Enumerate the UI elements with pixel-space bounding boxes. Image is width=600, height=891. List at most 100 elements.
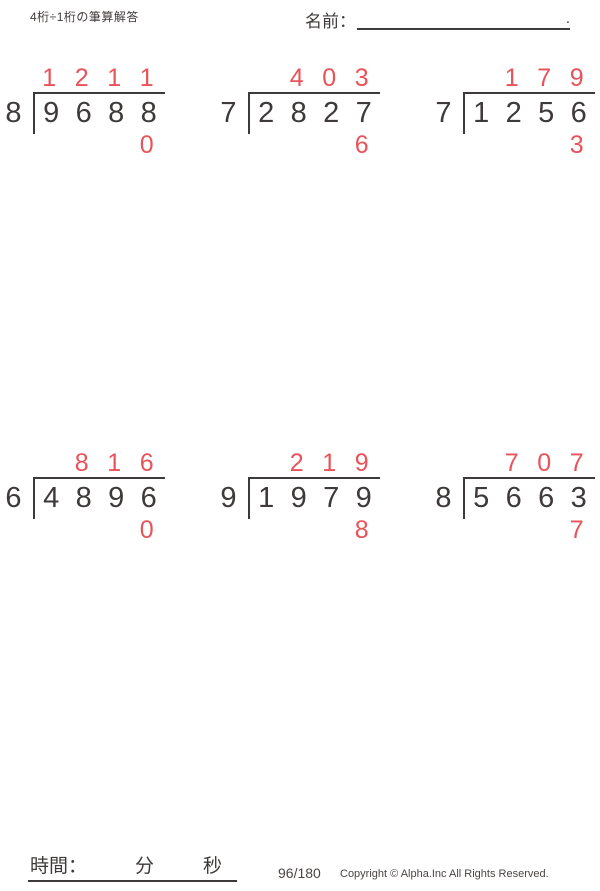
- name-input-line: .: [357, 6, 570, 30]
- copyright-notice: Copyright © Alpha.Inc All Rights Reserve…: [340, 868, 549, 880]
- quotient-digit: [33, 449, 66, 477]
- quotient-digit: 1: [107, 449, 122, 477]
- minutes-label: 分: [135, 856, 155, 877]
- dividend-digit: 8: [290, 97, 307, 129]
- remainder-digit: [33, 519, 66, 544]
- remainder-digit: [281, 134, 314, 159]
- remainder-digit: [463, 519, 496, 544]
- quotient-digit: [463, 64, 496, 92]
- divisor-digit: 6: [5, 482, 22, 514]
- remainder-digit: [313, 519, 346, 544]
- page-title: 4桁÷1桁の筆算解答: [30, 10, 139, 24]
- quotient-digit: 6: [139, 449, 154, 477]
- remainder-digit: 0: [139, 516, 154, 544]
- divisor-digit: 7: [435, 97, 452, 129]
- quotient-digit: 9: [569, 64, 584, 92]
- quotient-digit: 9: [354, 449, 369, 477]
- remainder-digit: [66, 519, 99, 544]
- remainder-digit: [528, 519, 561, 544]
- dividend-digit: 6: [538, 482, 555, 514]
- remainder-row: 7: [463, 516, 595, 544]
- dividend-digit: 7: [355, 97, 372, 129]
- remainder-digit: [463, 134, 496, 159]
- dividend-digit: 8: [75, 482, 92, 514]
- quotient-digit: 2: [289, 449, 304, 477]
- divisor-digit: 7: [220, 97, 237, 129]
- remainder-row: 8: [248, 516, 380, 544]
- quotient-digit: 0: [537, 449, 552, 477]
- dividend-digit: 4: [43, 482, 60, 514]
- remainder-digit: [496, 134, 529, 159]
- quotient-digit: 1: [107, 64, 122, 92]
- quotient-digit: [463, 449, 496, 477]
- remainder-digit: [248, 134, 281, 159]
- remainder-digit: [33, 134, 66, 159]
- dividend-digit: 8: [108, 97, 125, 129]
- dividend-digit: 1: [258, 482, 275, 514]
- dividend-digit: 7: [323, 482, 340, 514]
- dividend-digit: 8: [140, 97, 157, 129]
- quotient-digit: 7: [504, 449, 519, 477]
- dividend-digit: 2: [258, 97, 275, 129]
- quotient-digit: 3: [354, 64, 369, 92]
- quotient-digit: 7: [537, 64, 552, 92]
- remainder-row: 0: [33, 516, 165, 544]
- remainder-digit: [66, 134, 99, 159]
- remainder-digit: [313, 134, 346, 159]
- divisor-digit: 9: [220, 482, 237, 514]
- dividend-digit: 2: [323, 97, 340, 129]
- quotient-digit: 1: [139, 64, 154, 92]
- remainder-digit: 7: [569, 516, 584, 544]
- remainder-row: 3: [463, 131, 595, 159]
- quotient-digit: 1: [504, 64, 519, 92]
- dividend-digit: 9: [355, 482, 372, 514]
- time-label: 時間：: [30, 856, 88, 877]
- remainder-digit: [496, 519, 529, 544]
- quotient-digit: 2: [74, 64, 89, 92]
- dividend-digit: 6: [570, 97, 587, 129]
- quotient-digit: 7: [569, 449, 584, 477]
- seconds-label: 秒: [203, 856, 223, 877]
- name-field-label: 名前：: [305, 12, 356, 31]
- quotient-digit: 4: [289, 64, 304, 92]
- dividend-digit: 9: [108, 482, 125, 514]
- remainder-row: 0: [33, 133, 165, 159]
- time-field: 時間： 分 秒: [28, 852, 237, 882]
- dividend-digit: 2: [505, 97, 522, 129]
- dividend-digit: 9: [290, 482, 307, 514]
- dividend-digit: 6: [140, 482, 157, 514]
- remainder-digit: [248, 519, 281, 544]
- dividend-digit: 5: [473, 482, 490, 514]
- remainder-row: 6: [248, 133, 380, 159]
- quotient-digit: [248, 64, 281, 92]
- quotient-digit: 0: [322, 64, 337, 92]
- divisor-digit: 8: [435, 482, 452, 514]
- remainder-digit: 3: [569, 131, 584, 159]
- remainder-digit: [98, 134, 131, 159]
- divisor-digit: 8: [5, 97, 22, 129]
- quotient-digit: 1: [322, 449, 337, 477]
- remainder-digit: 8: [354, 516, 369, 544]
- name-line-period: .: [565, 10, 570, 27]
- quotient-digit: 1: [42, 64, 57, 92]
